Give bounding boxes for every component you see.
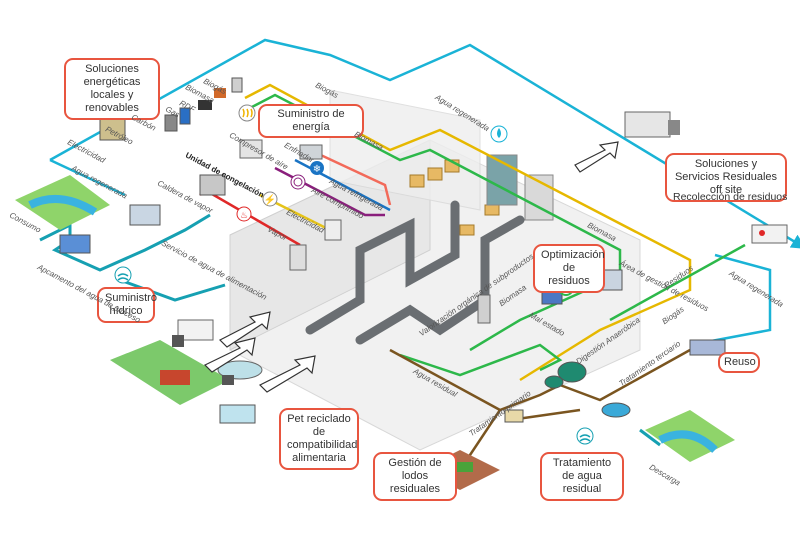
waste-collection-truck (751, 224, 788, 244)
steam-icon: ♨ (236, 206, 252, 222)
farm-landscape (110, 340, 230, 405)
water-supply-lines (39, 213, 226, 302)
callout-reuse: Reuso (718, 352, 760, 373)
waste-collection-label: Recolección de residuos (673, 191, 788, 203)
callout-energy-supply: Suministro de energía (258, 104, 364, 138)
lightning-icon: ⚡ (262, 191, 278, 207)
callout-water-supply: Suministro hídrico (97, 287, 157, 323)
callout-offsite-services: Soluciones y Servicios Residuales off si… (665, 153, 787, 202)
callout-pet-recycled: Pet reciclado de compatibilidad alimenta… (279, 408, 359, 470)
water-drop-icon (490, 125, 508, 143)
regenerated-water-lines (49, 38, 800, 347)
callout-wastewater-treatment: Tratamiento de agua residual (540, 452, 624, 501)
svg-text:♨: ♨ (240, 210, 248, 220)
snowflake-icon: ❄ (310, 161, 324, 175)
offsite-truck (624, 111, 680, 138)
hot-return-line (309, 148, 392, 206)
svg-text:❄: ❄ (313, 164, 321, 175)
callout-sludge-management: Gestión de lodos residuales (373, 452, 457, 501)
discharge-line (639, 428, 661, 447)
discharge-river-landscape (645, 410, 735, 462)
conveyor-belts (305, 200, 525, 345)
consumption-river-landscape (15, 175, 110, 230)
heat-icon (238, 104, 256, 122)
outline-arrows (203, 141, 619, 393)
water-waves-icon (114, 266, 132, 284)
delivery-truck (172, 319, 214, 347)
water-waves-icon (576, 427, 594, 445)
gauge-icon (290, 174, 306, 190)
callout-local-energy: Soluciones energéticas locales y renovab… (64, 58, 160, 120)
svg-text:⚡: ⚡ (264, 193, 276, 206)
callout-waste-optimization: Optimización de residuos (533, 244, 605, 293)
tanker-truck (217, 360, 263, 385)
